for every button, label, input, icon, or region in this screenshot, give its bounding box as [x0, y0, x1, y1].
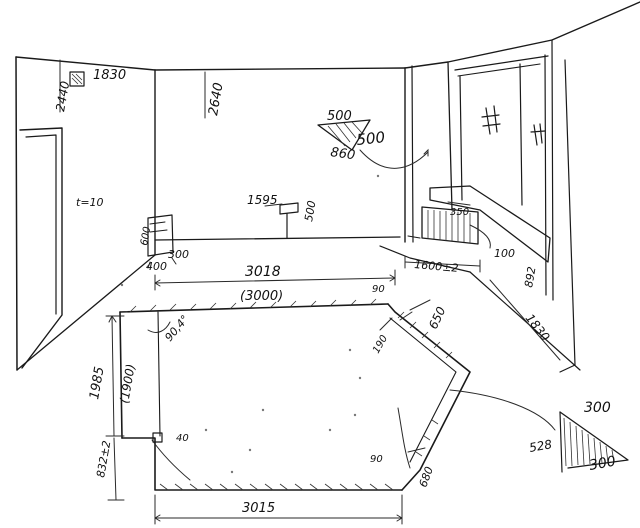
- label-corner-width-top: 1830: [93, 68, 126, 83]
- label-sill-height: 350: [450, 207, 469, 218]
- label-angle-mark-top: 90: [372, 284, 385, 295]
- label-top-length: 3018: [245, 264, 281, 280]
- corner-box: [147, 214, 177, 269]
- label-angle-mark-bottom: 90: [370, 454, 383, 465]
- label-triangle-side-a: 300: [584, 400, 611, 416]
- label-ceiling-height-left: 2440: [53, 80, 72, 113]
- label-top-length-bracket: (3000): [240, 289, 283, 304]
- label-triangle-side-b: 300: [588, 454, 617, 474]
- corner-mark: [69, 71, 85, 87]
- door: [19, 127, 63, 369]
- label-sill-depth: 100: [494, 247, 515, 260]
- label-box-depth: 300: [168, 248, 189, 261]
- floor-plan: [119, 298, 556, 491]
- label-right-wall-height: 892: [522, 266, 538, 289]
- dimension-lines: [59, 59, 561, 525]
- label-window-width: 1600±2: [414, 258, 459, 275]
- label-bottom-length: 3015: [242, 501, 275, 516]
- label-hood-height: 860: [329, 145, 356, 163]
- label-hood-width-side: 500: [356, 128, 386, 149]
- room-walls: [15, 1, 640, 371]
- label-triangle-hyp: 528: [528, 437, 553, 455]
- label-box-width: 400: [146, 260, 167, 273]
- label-bracket-small: 190: [371, 333, 390, 355]
- label-door-thickness: t=10: [76, 196, 104, 209]
- label-left-length-bracket: (1900): [117, 363, 138, 405]
- dimension-labels: 2440 1830 2640 t=10 500 500 860 1595 500…: [53, 68, 617, 516]
- label-right-wall-length: 1830: [523, 311, 553, 344]
- window-area: [429, 39, 576, 373]
- label-hood-width-top: 500: [327, 109, 352, 124]
- hood-sketch: [317, 119, 429, 169]
- label-pipe-offset: 500: [302, 200, 318, 223]
- label-box-height: 600: [139, 226, 153, 247]
- label-corner-angle-left: 90,4°: [162, 313, 191, 344]
- label-pipe-height: 1595: [247, 193, 278, 207]
- label-bottom-diagonal: 680: [417, 465, 436, 489]
- label-diagonal-length: 650: [426, 304, 449, 331]
- radiator: [407, 206, 479, 245]
- triangle-diagram: [559, 411, 629, 473]
- label-left-length: 1985: [87, 365, 108, 400]
- label-small-mark: 40: [176, 433, 189, 444]
- label-ceiling-height-back: 2640: [206, 81, 227, 116]
- dot-marks: [120, 174, 380, 474]
- water-pipe: [264, 202, 299, 239]
- label-left-tail: 832±2: [94, 440, 113, 479]
